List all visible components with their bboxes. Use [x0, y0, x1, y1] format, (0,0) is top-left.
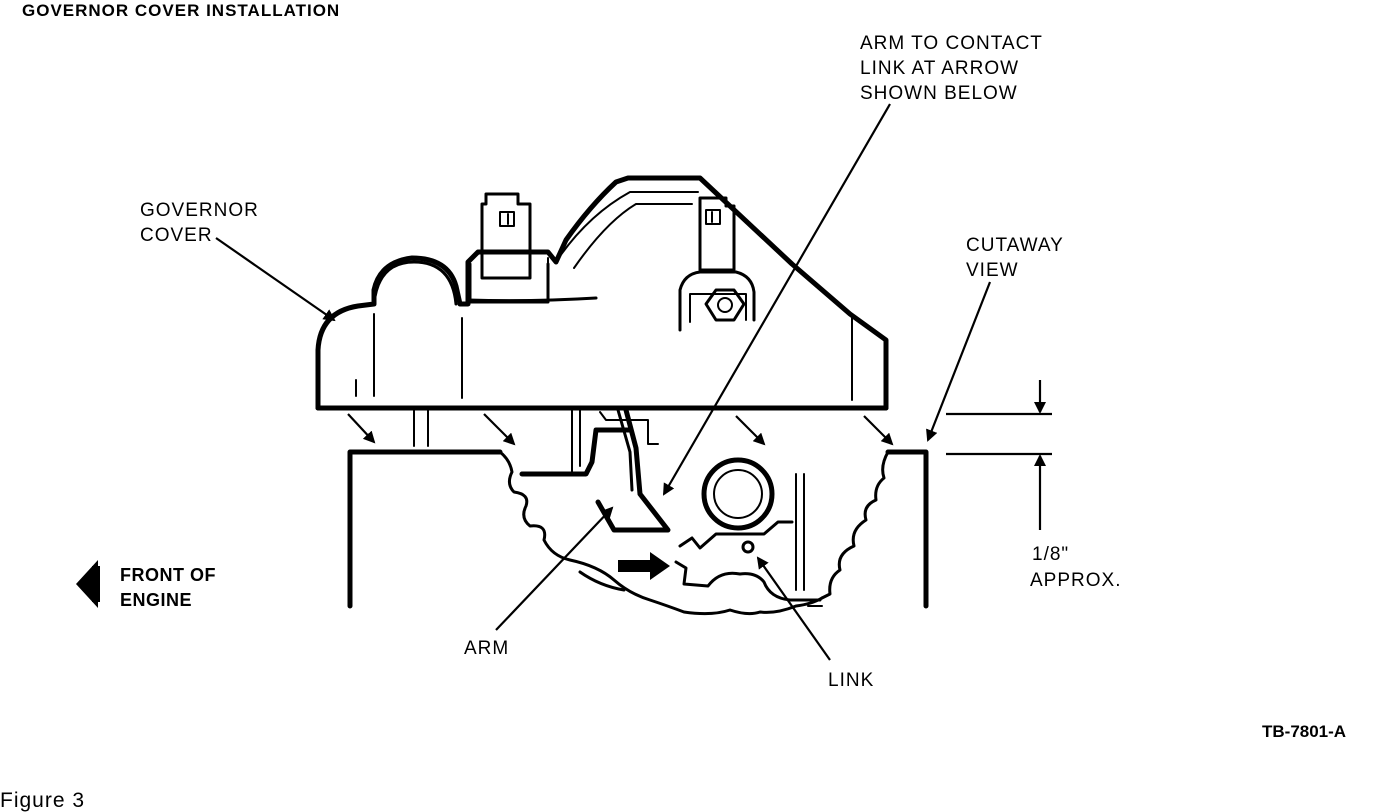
label-cutaway-view: CUTAWAY VIEW [966, 235, 1070, 281]
label-front-of-engine: FRONT OF ENGINE [120, 565, 222, 610]
diagram-title: GOVERNOR COVER INSTALLATION [22, 1, 340, 20]
clearance-dimension [946, 380, 1052, 530]
front-arrow-icon-bar [92, 566, 100, 602]
label-arm-to-contact: ARM TO CONTACT LINK AT ARROW SHOWN BELOW [860, 33, 1049, 104]
label-link: LINK [828, 670, 874, 691]
leader-governor-cover [215, 237, 336, 322]
label-governor-cover: GOVERNOR COVER [140, 200, 265, 246]
seating-arrows [347, 413, 894, 446]
leader-link [756, 556, 831, 661]
governor-cover-drawing [315, 175, 889, 411]
label-clearance: 1/8" APPROX. [1030, 544, 1121, 591]
engine-block-drawing [347, 407, 929, 616]
leader-cutaway-view [926, 281, 992, 442]
leader-arm [495, 506, 614, 631]
leader-arm-to-contact [662, 103, 891, 496]
label-arm: ARM [464, 638, 509, 659]
reference-code: TB-7801-A [1262, 722, 1346, 741]
figure-caption: Figure 3 [0, 789, 85, 812]
